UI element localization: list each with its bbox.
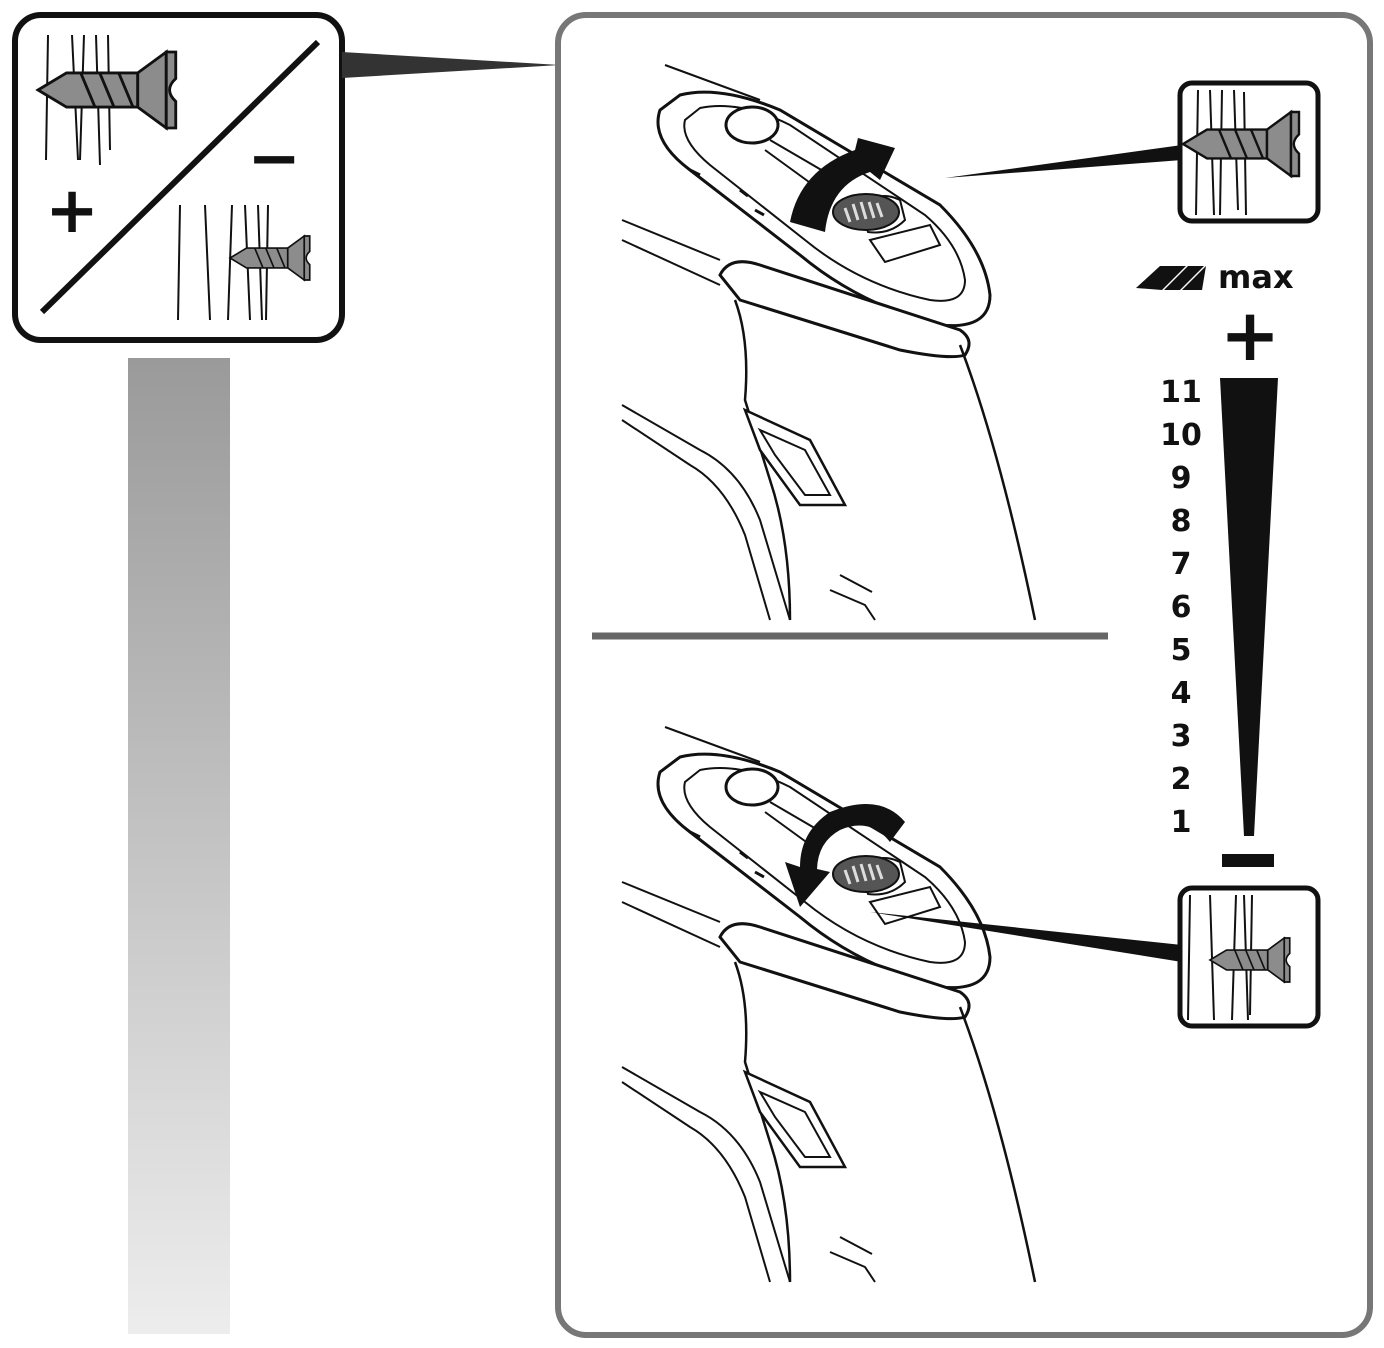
screw-depth-legend-icon: + − xyxy=(12,12,345,343)
scale-minus-symbol xyxy=(1222,854,1274,867)
scale-plus-symbol: + xyxy=(1220,293,1280,377)
plus-symbol: + xyxy=(45,174,99,248)
scale-number-5: 5 xyxy=(1171,633,1192,668)
torque-scale-numbers: 11 10 9 8 7 6 5 4 3 2 1 xyxy=(1160,375,1202,840)
main-frame xyxy=(555,12,1373,1338)
scale-number-7: 7 xyxy=(1171,547,1192,582)
scale-number-2: 2 xyxy=(1171,762,1192,797)
diagonal-divider xyxy=(39,39,321,315)
gradient-bar xyxy=(128,358,230,1334)
torque-wedge-indicator xyxy=(1220,378,1278,836)
rotate-clockwise-arrow-icon xyxy=(790,138,895,232)
scale-number-9: 9 xyxy=(1171,461,1192,496)
small-screw-callout xyxy=(1177,885,1321,1029)
scale-number-1: 1 xyxy=(1171,805,1192,840)
scale-number-11: 11 xyxy=(1160,375,1202,410)
small-screw-callout-pointer xyxy=(870,912,1182,962)
scale-number-10: 10 xyxy=(1160,418,1202,453)
drill-max-icon xyxy=(1136,266,1206,290)
large-screw-callout-pointer xyxy=(945,145,1182,178)
scale-number-4: 4 xyxy=(1171,676,1192,711)
large-screw-callout xyxy=(1177,80,1321,224)
scale-number-6: 6 xyxy=(1171,590,1192,625)
minus-symbol: − xyxy=(247,122,301,196)
scale-number-8: 8 xyxy=(1171,504,1192,539)
legend-pointer xyxy=(342,52,560,78)
scale-number-3: 3 xyxy=(1171,719,1192,754)
drill-illustration-decrease xyxy=(620,725,1037,1284)
max-label: max xyxy=(1218,258,1294,296)
drill-illustration-increase xyxy=(620,63,1037,622)
rotate-counterclockwise-arrow-icon xyxy=(785,804,905,907)
